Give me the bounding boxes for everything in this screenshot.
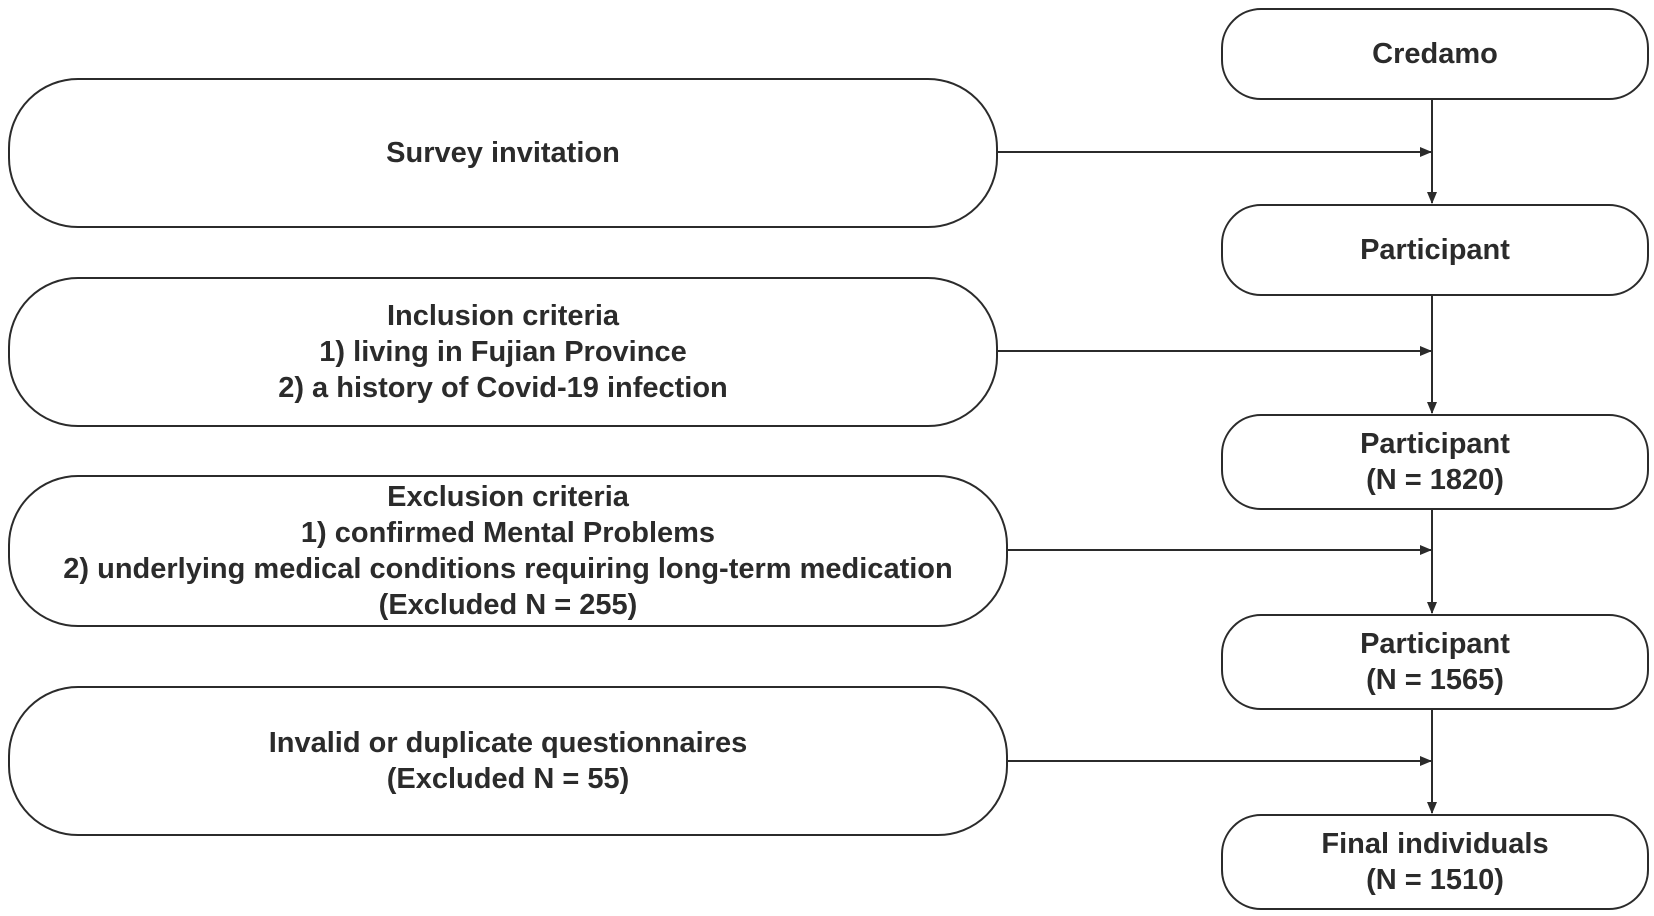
- exclusion-criteria-box: Exclusion criteria 1) confirmed Mental P…: [8, 475, 1008, 627]
- participant-1565-box: Participant (N = 1565): [1221, 614, 1649, 710]
- participant-box: Participant: [1221, 204, 1649, 296]
- credamo-box: Credamo: [1221, 8, 1649, 100]
- participant-label: Participant: [1360, 234, 1510, 266]
- participant-1820-box: Participant (N = 1820): [1221, 414, 1649, 510]
- final-individuals-count: (N = 1510): [1366, 864, 1504, 896]
- invalid-questionnaires-heading: Invalid or duplicate questionnaires: [268, 727, 748, 759]
- exclusion-criterion-1: 1) confirmed Mental Problems: [300, 517, 716, 549]
- final-individuals-label: Final individuals: [1321, 828, 1549, 860]
- participant-1820-label: Participant: [1360, 428, 1510, 460]
- inclusion-criterion-1: 1) living in Fujian Province: [319, 336, 687, 368]
- final-individuals-box: Final individuals (N = 1510): [1221, 814, 1649, 910]
- exclusion-criterion-2: 2) underlying medical conditions requiri…: [63, 553, 953, 585]
- participant-1565-label: Participant: [1360, 628, 1510, 660]
- survey-invitation-line-1: Survey invitation: [386, 137, 620, 169]
- credamo-label: Credamo: [1372, 38, 1498, 70]
- inclusion-criteria-heading: Inclusion criteria: [386, 300, 620, 332]
- exclusion-criteria-heading: Exclusion criteria: [387, 481, 629, 513]
- inclusion-criterion-2: 2) a history of Covid-19 infection: [278, 372, 728, 404]
- invalid-questionnaires-box: Invalid or duplicate questionnaires (Exc…: [8, 686, 1008, 836]
- participant-1565-count: (N = 1565): [1366, 664, 1504, 696]
- exclusion-count: (Excluded N = 255): [378, 589, 638, 621]
- participant-1820-count: (N = 1820): [1366, 464, 1504, 496]
- invalid-questionnaires-count: (Excluded N = 55): [386, 763, 630, 795]
- survey-invitation-box: Survey invitation: [8, 78, 998, 228]
- inclusion-criteria-box: Inclusion criteria 1) living in Fujian P…: [8, 277, 998, 427]
